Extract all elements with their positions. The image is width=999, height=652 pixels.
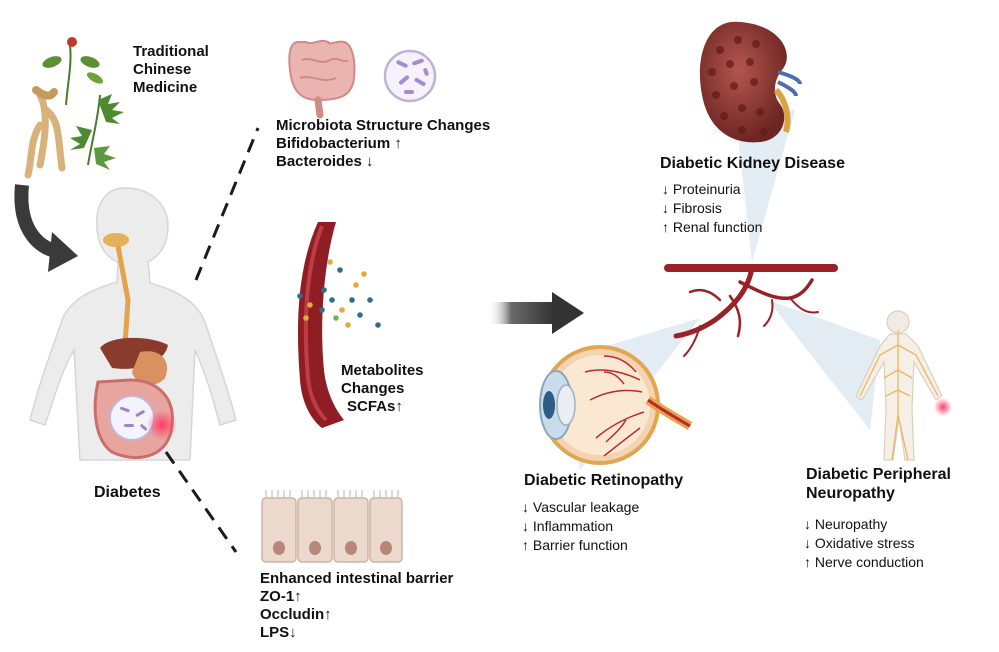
- blood-vessel-icon: [297, 222, 381, 428]
- human-body-icon: [29, 187, 237, 461]
- microbiota-item: Bifidobacterium ↑: [276, 135, 402, 152]
- retinopathy-effect-item: ↓ Vascular leakage: [522, 499, 640, 515]
- nervous-system-figure-icon: [855, 310, 952, 461]
- scfa-molecules: [297, 259, 381, 328]
- ginseng-herb-icon: [24, 37, 124, 179]
- neuropathy-title: Diabetic Peripheral Neuropathy: [806, 465, 951, 503]
- neuropathy-effect-item: ↑ Nerve conduction: [804, 554, 924, 570]
- kidney-effects: ↓ Proteinuria ↓ Fibrosis ↑ Renal functio…: [662, 180, 762, 237]
- retinopathy-effect-item: ↓ Inflammation: [522, 518, 614, 534]
- kidney-effect-item: ↓ Fibrosis: [662, 200, 722, 216]
- curved-arrow-icon: [14, 184, 78, 272]
- tcm-label-line: Chinese: [133, 61, 192, 78]
- tcm-label-line: Traditional: [133, 43, 209, 60]
- right-arrow-icon: [488, 292, 584, 334]
- kidney-icon: [699, 21, 802, 143]
- neuropathy-effects: ↓ Neuropathy ↓ Oxidative stress ↑ Nerve …: [804, 515, 924, 572]
- microbiota-item: Bacteroides ↓: [276, 153, 374, 170]
- barrier-heading: Enhanced intestinal barrier: [260, 570, 454, 587]
- microbiota-text: Microbiota Structure Changes Bifidobacte…: [276, 117, 490, 171]
- epithelial-cells-icon: [261, 490, 403, 563]
- kidney-title: Diabetic Kidney Disease: [660, 155, 845, 172]
- retinopathy-effects: ↓ Vascular leakage ↓ Inflammation ↑ Barr…: [522, 498, 639, 555]
- tcm-label-line: Medicine: [133, 79, 198, 96]
- barrier-item: ZO-1↑: [260, 588, 302, 605]
- neuropathy-effect-item: ↓ Neuropathy: [804, 516, 888, 532]
- barrier-item: LPS↓: [260, 624, 297, 641]
- connector-lines: [164, 127, 260, 553]
- barrier-item: Occludin↑: [260, 606, 332, 623]
- tcm-label: Traditional Chinese Medicine: [133, 43, 209, 97]
- metabolites-text: Metabolites Changes SCFAs↑: [341, 362, 424, 416]
- barrier-text: Enhanced intestinal barrier ZO-1↑ Occlud…: [260, 570, 453, 642]
- retinopathy-title: Diabetic Retinopathy: [524, 472, 684, 489]
- branching-artery-icon: [664, 264, 838, 357]
- neuropathy-effect-item: ↓ Oxidative stress: [804, 535, 915, 551]
- metabolites-item: SCFAs↑: [347, 398, 403, 415]
- neuropathy-title-line: Diabetic Peripheral: [806, 466, 951, 483]
- kidney-effect-item: ↑ Renal function: [662, 219, 763, 235]
- intestine-icon: [288, 39, 356, 119]
- eye-icon: [539, 345, 693, 465]
- microbiota-heading: Microbiota Structure Changes: [276, 117, 491, 134]
- diabetes-label: Diabetes: [94, 484, 161, 501]
- metabolites-heading: Changes: [341, 380, 405, 397]
- kidney-effect-item: ↓ Proteinuria: [662, 181, 741, 197]
- neuropathy-title-line: Neuropathy: [806, 485, 895, 502]
- microbe-dish-icon: [383, 49, 437, 103]
- retinopathy-effect-item: ↑ Barrier function: [522, 537, 628, 553]
- metabolites-heading: Metabolites: [341, 362, 424, 379]
